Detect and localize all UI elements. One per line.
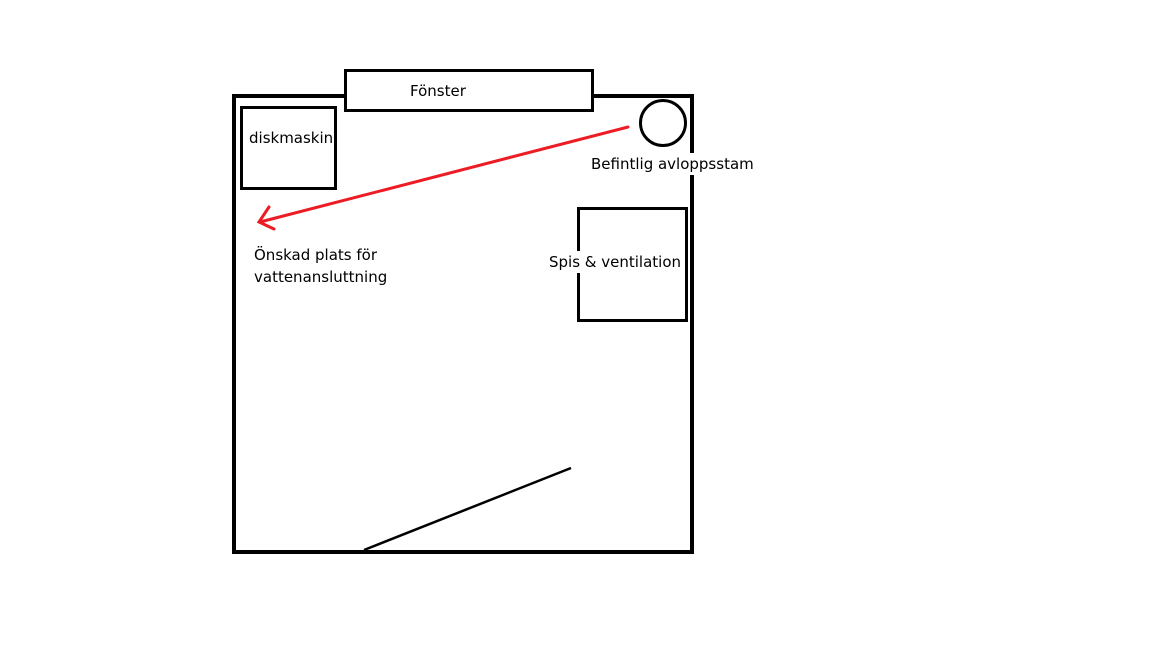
dishwasher-box [240, 106, 337, 190]
drain-stack-label: Befintlig avloppsstam [591, 153, 754, 175]
desired-location-label-line1: Önskad plats för [254, 246, 378, 264]
pipe-route-arrow [256, 125, 630, 231]
window [344, 69, 594, 112]
dishwasher-label: diskmaskin [249, 129, 334, 147]
window-label: Fönster [410, 80, 466, 102]
desired-location-label-line2: vattenansluttning [254, 268, 388, 286]
drain-stack-circle [639, 99, 687, 147]
door-swing-line [363, 466, 572, 552]
stove-label: Spis & ventilation [549, 251, 682, 273]
